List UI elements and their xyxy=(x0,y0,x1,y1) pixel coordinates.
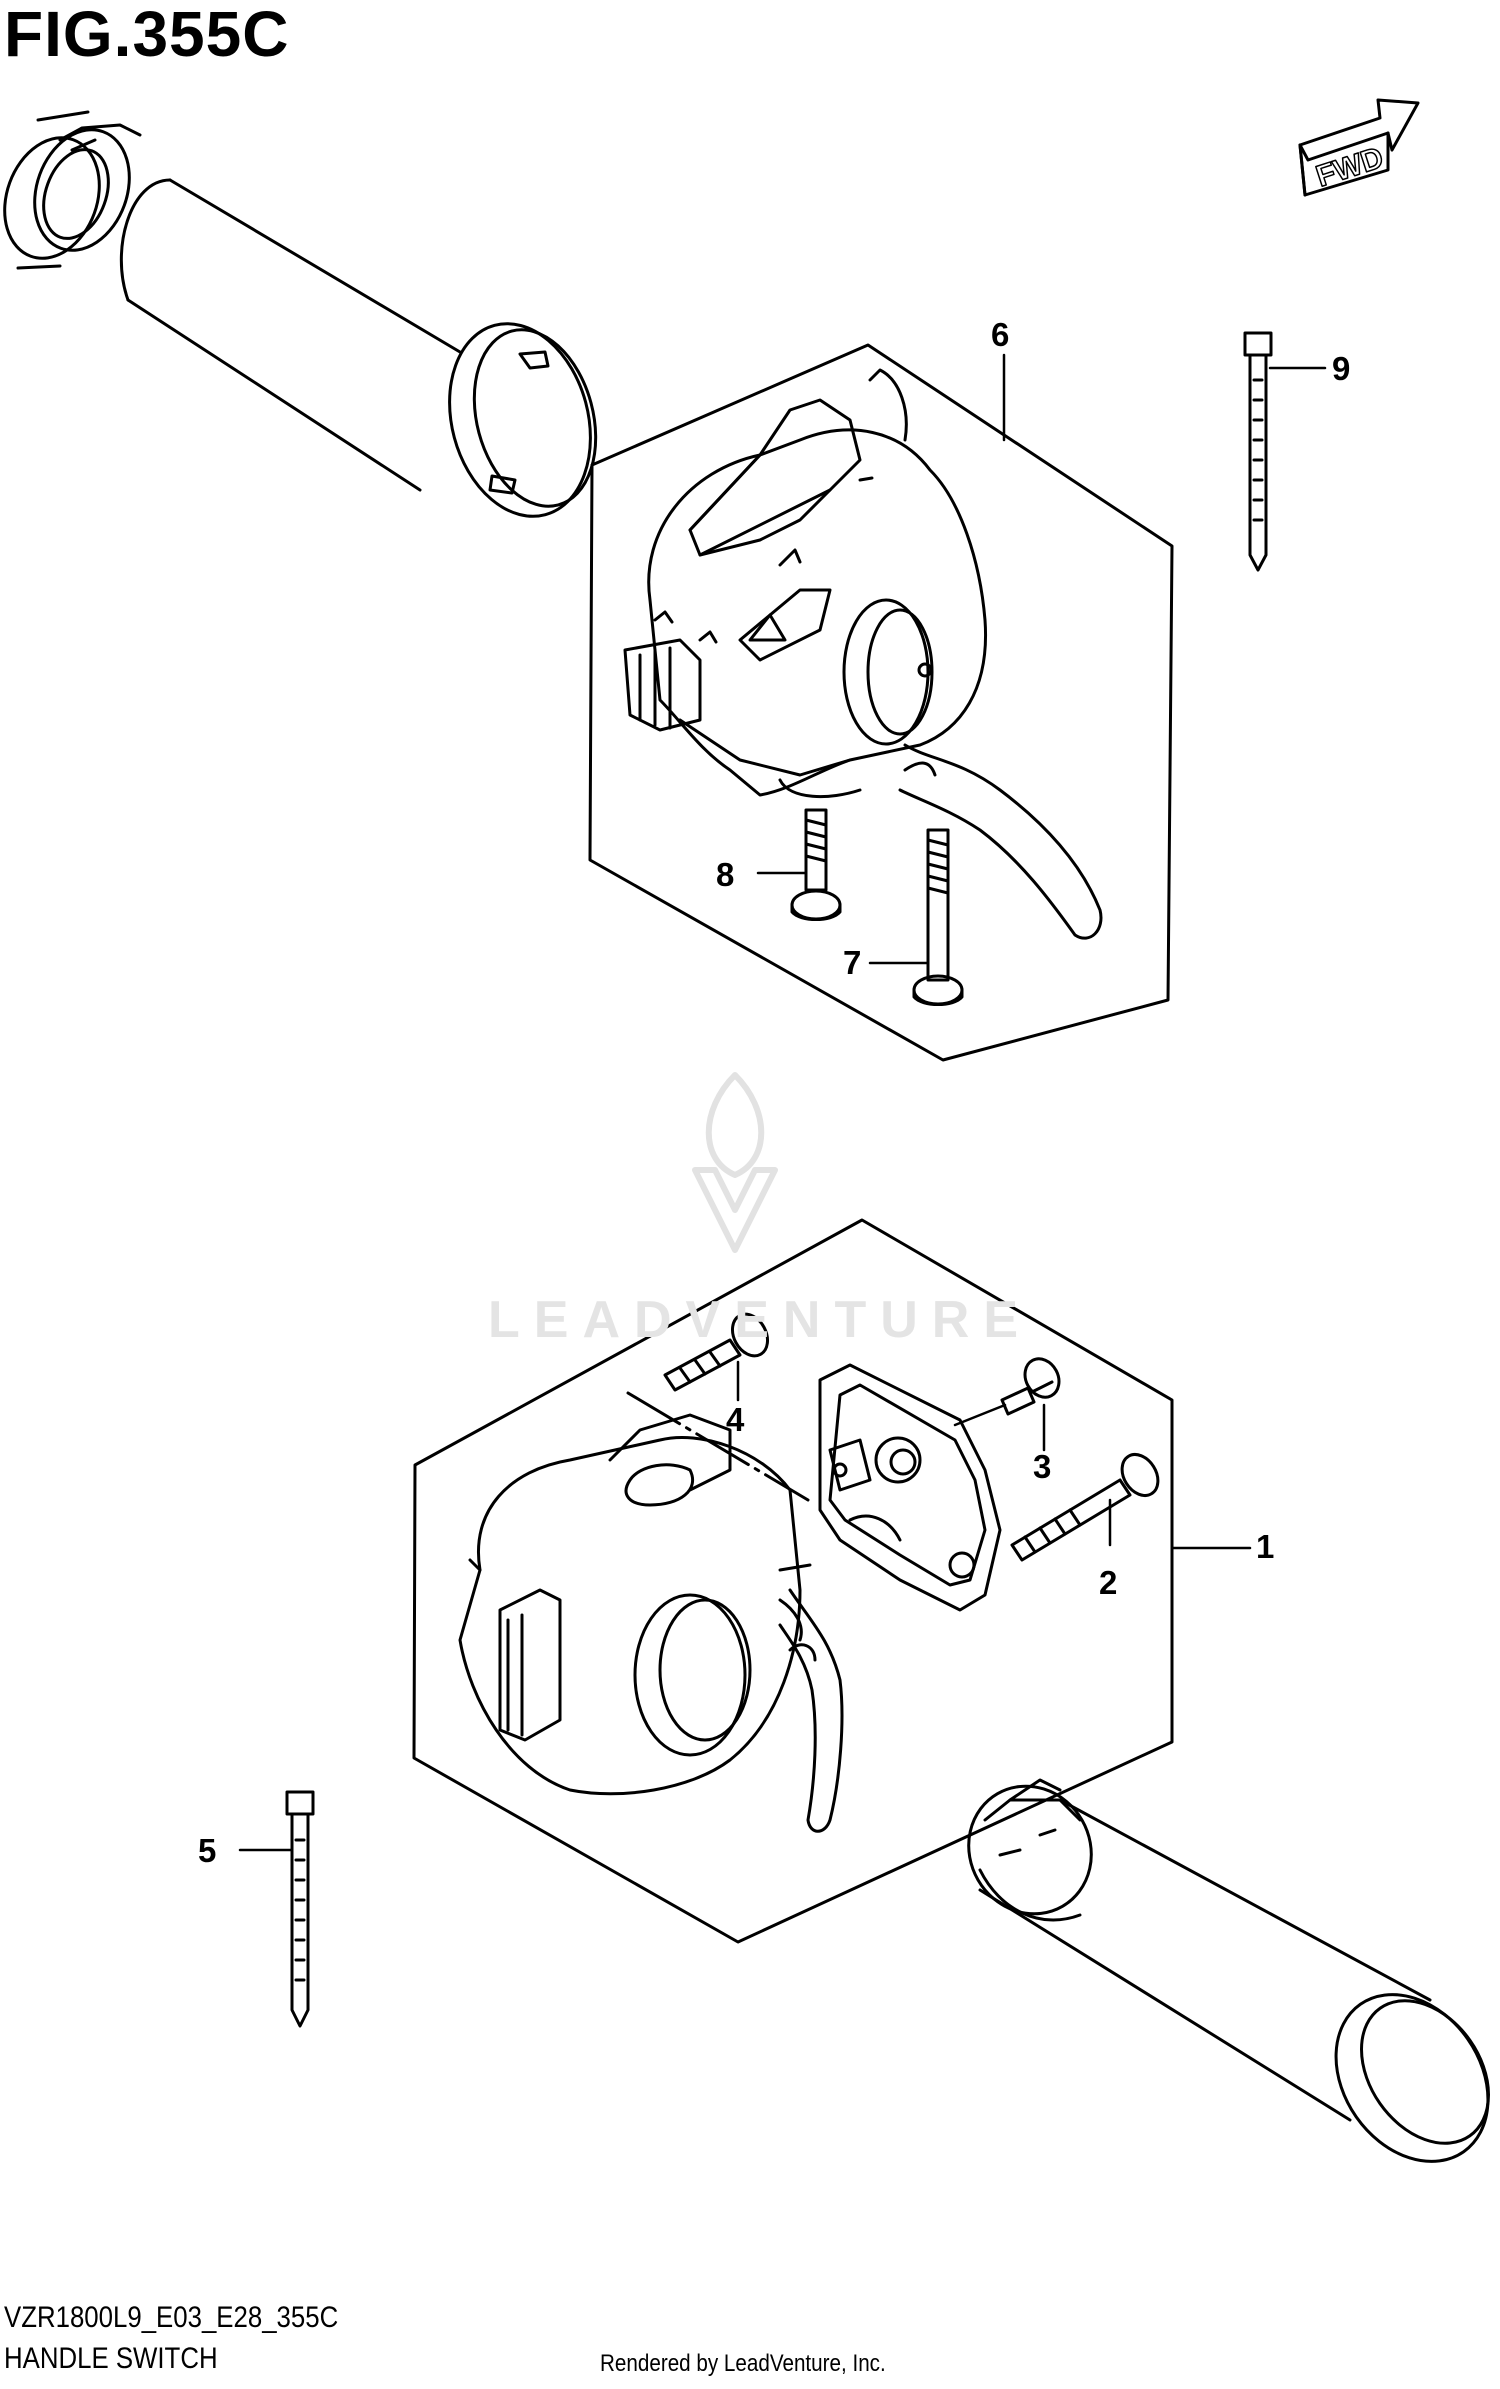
callout-5: 5 xyxy=(198,1832,217,1869)
watermark-text: LEADVENTURE xyxy=(488,1291,1033,1349)
callout-6: 6 xyxy=(991,316,1010,353)
screw-7 xyxy=(912,828,964,1006)
switch-rear-cover xyxy=(818,1363,1002,1612)
callout-3: 3 xyxy=(1033,1448,1052,1485)
switch-right-outline xyxy=(412,1218,1174,1944)
leader-lines xyxy=(238,353,1327,1852)
screw-3 xyxy=(1000,1357,1061,1416)
left-handle-switch xyxy=(623,368,1103,940)
callout-4: 4 xyxy=(726,1401,745,1438)
screw-4 xyxy=(663,1312,770,1392)
left-grip-end-ring xyxy=(3,110,142,270)
callout-2: 2 xyxy=(1099,1564,1118,1601)
cable-tie-5 xyxy=(285,1790,315,2028)
fwd-badge-text: FWD xyxy=(1312,141,1387,193)
figure-subtitle: HANDLE SWITCH xyxy=(4,2342,218,2375)
switch-left-outline xyxy=(588,343,1174,1062)
figure-title: FIG.355C xyxy=(4,0,290,70)
callout-8: 8 xyxy=(716,856,735,893)
screw-2 xyxy=(1010,1453,1160,1562)
left-handlebar-grip xyxy=(119,178,598,518)
cable-tie-9 xyxy=(1243,331,1273,572)
right-handle-switch xyxy=(458,1413,844,1833)
screw-8 xyxy=(790,808,842,921)
callout-7: 7 xyxy=(843,944,862,981)
watermark-logo xyxy=(692,1072,778,1253)
fwd-arrow-icon xyxy=(1298,98,1420,197)
callout-1: 1 xyxy=(1256,1528,1275,1565)
model-code: VZR1800L9_E03_E28_355C xyxy=(4,2301,339,2334)
lower-inset-divider xyxy=(626,1391,810,1502)
rendered-by-credit: Rendered by LeadVenture, Inc. xyxy=(600,2350,886,2377)
right-handlebar-grip xyxy=(967,1778,1490,2163)
callout-9: 9 xyxy=(1332,350,1351,387)
